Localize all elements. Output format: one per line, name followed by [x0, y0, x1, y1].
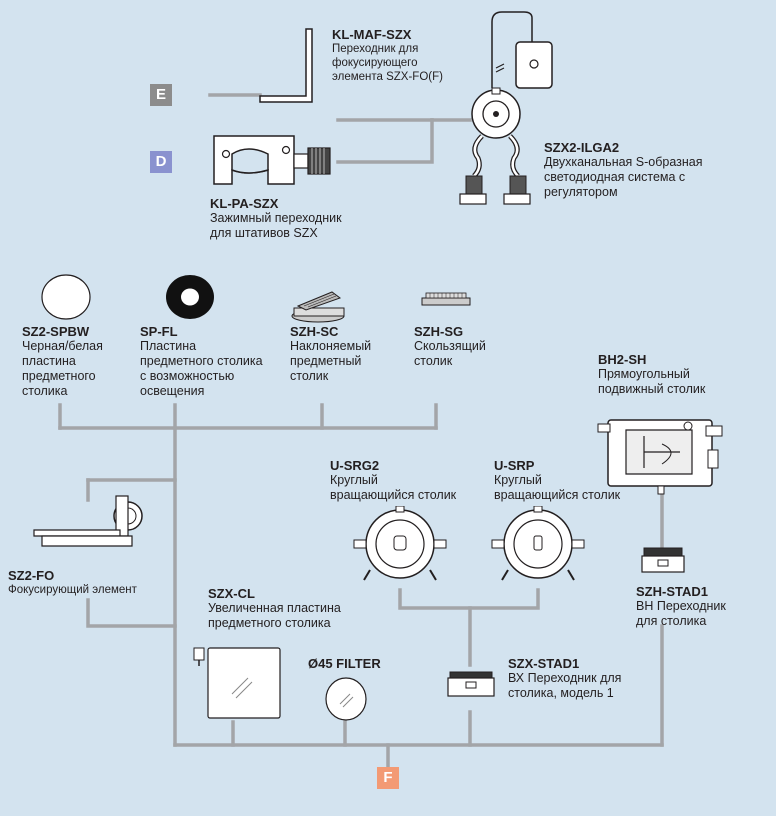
desc-szx-cl-2: предметного столика: [208, 616, 331, 630]
code-sp-fl: SP-FL: [140, 324, 178, 339]
desc-szh-sg-2: столик: [414, 354, 453, 368]
desc-szh-stad1-2: для столика: [636, 614, 707, 628]
label-sz2-fo: SZ2-FO Фокусирующий элемент: [8, 568, 137, 597]
badge-e: E: [150, 84, 172, 106]
u-srp-image: [491, 506, 585, 581]
label-kl-pa-szx: KL-PA-SZX Зажимный переходник для штатив…: [210, 196, 342, 241]
desc-bh2-sh-1: Прямоугольный: [598, 367, 690, 381]
desc-szh-stad1-1: ВН Переходник: [636, 599, 726, 613]
desc-sp-fl-1: Пластина: [140, 339, 197, 353]
szh-sg-image: [421, 292, 471, 306]
code-u-srg2: U-SRG2: [330, 458, 380, 473]
desc-sz2-spbw-1: Черная/белая: [22, 339, 103, 353]
badge-d: D: [150, 151, 172, 173]
code-kl-maf-szx: KL-MAF-SZX: [332, 27, 412, 42]
label-sz2-spbw: SZ2-SPBW Черная/белая пластина предметно…: [22, 324, 103, 399]
code-szh-stad1: SZH-STAD1: [636, 584, 708, 599]
label-szx2-ilga2: SZX2-ILGA2 Двухканальная S-образная свет…: [544, 140, 703, 200]
desc-sp-fl-3: с возможностью: [140, 369, 235, 383]
szh-stad1-image: [641, 547, 685, 573]
desc-bh2-sh-2: подвижный столик: [598, 382, 706, 396]
desc-szx-cl-1: Увеличенная пластина: [208, 601, 341, 615]
label-szh-sc: SZH-SC Наклоняемый предметный столик: [290, 324, 371, 384]
desc-kl-maf-szx-2: фокусирующего: [332, 57, 418, 69]
label-bh2-sh: BH2-SH Прямоугольный подвижный столик: [598, 352, 705, 397]
desc-szx2-ilga2-1: Двухканальная S-образная: [544, 155, 703, 169]
desc-u-srp-2: вращающийся столик: [494, 488, 621, 502]
label-sp-fl: SP-FL Пластина предметного столика с воз…: [140, 324, 263, 399]
label-szh-stad1: SZH-STAD1 ВН Переходник для столика: [636, 584, 726, 629]
desc-kl-maf-szx-3: элемента SZX-FO(F): [332, 71, 443, 83]
szx2-ilga2-image: [459, 11, 553, 205]
desc-szx-stad1-2: столика, модель 1: [508, 686, 614, 700]
code-sz2-spbw: SZ2-SPBW: [22, 324, 90, 339]
code-szx-cl: SZX-CL: [208, 586, 255, 601]
desc-szh-sg-1: Скользящий: [414, 339, 486, 353]
desc-sz2-spbw-3: предметного: [22, 369, 96, 383]
label-filter45: Ø45 FILTER: [308, 656, 381, 671]
label-szh-sg: SZH-SG Скользящий столик: [414, 324, 486, 369]
bh2-sh-image: [597, 419, 723, 495]
label-szx-cl: SZX-CL Увеличенная пластина предметного …: [208, 586, 341, 631]
desc-szh-sc-1: Наклоняемый: [290, 339, 372, 353]
label-u-srp: U-SRP Круглый вращающийся столик: [494, 458, 620, 503]
code-kl-pa-szx: KL-PA-SZX: [210, 196, 279, 211]
label-szx-stad1: SZX-STAD1 ВХ Переходник для столика, мод…: [508, 656, 621, 701]
desc-u-srp-1: Круглый: [494, 473, 542, 487]
code-bh2-sh: BH2-SH: [598, 352, 647, 367]
code-filter45: Ø45 FILTER: [308, 656, 381, 671]
kl-pa-szx-image: [213, 135, 331, 185]
code-szh-sc: SZH-SC: [290, 324, 339, 339]
desc-sp-fl-4: освещения: [140, 384, 205, 398]
sz2-spbw-image: [41, 274, 91, 320]
desc-u-srg2-1: Круглый: [330, 473, 378, 487]
desc-szh-sc-3: столик: [290, 369, 329, 383]
desc-szx-stad1-1: ВХ Переходник для: [508, 671, 622, 685]
filter45-image: [325, 677, 367, 721]
code-u-srp: U-SRP: [494, 458, 535, 473]
kl-maf-szx-image: [259, 28, 313, 103]
desc-sz2-spbw-2: пластина: [22, 354, 76, 368]
code-szh-sg: SZH-SG: [414, 324, 464, 339]
sz2-fo-image: [33, 495, 143, 547]
code-szx-stad1: SZX-STAD1: [508, 656, 580, 671]
code-sz2-fo: SZ2-FO: [8, 568, 55, 583]
desc-sp-fl-2: предметного столика: [140, 354, 263, 368]
desc-szx2-ilga2-3: регулятором: [544, 185, 618, 199]
szh-sc-image: [291, 291, 345, 323]
code-szx2-ilga2: SZX2-ILGA2: [544, 140, 620, 155]
desc-sz2-fo-1: Фокусирующий элемент: [8, 584, 137, 596]
u-srg2-image: [353, 506, 447, 581]
desc-kl-pa-szx-2: для штативов SZX: [210, 226, 318, 240]
desc-u-srg2-2: вращающийся столик: [330, 488, 457, 502]
desc-kl-maf-szx-1: Переходник для: [332, 43, 419, 55]
szx-cl-image: [193, 647, 281, 719]
desc-kl-pa-szx-1: Зажимный переходник: [210, 211, 342, 225]
szx-stad1-image: [447, 671, 495, 697]
desc-szh-sc-2: предметный: [290, 354, 362, 368]
desc-sz2-spbw-4: столика: [22, 384, 68, 398]
desc-szx2-ilga2-2: светодиодная система с: [544, 170, 686, 184]
badge-f: F: [377, 767, 399, 789]
label-u-srg2: U-SRG2 Круглый вращающийся столик: [330, 458, 456, 503]
sp-fl-image: [166, 275, 214, 319]
label-kl-maf-szx: KL-MAF-SZX Переходник для фокусирующего …: [332, 27, 443, 84]
